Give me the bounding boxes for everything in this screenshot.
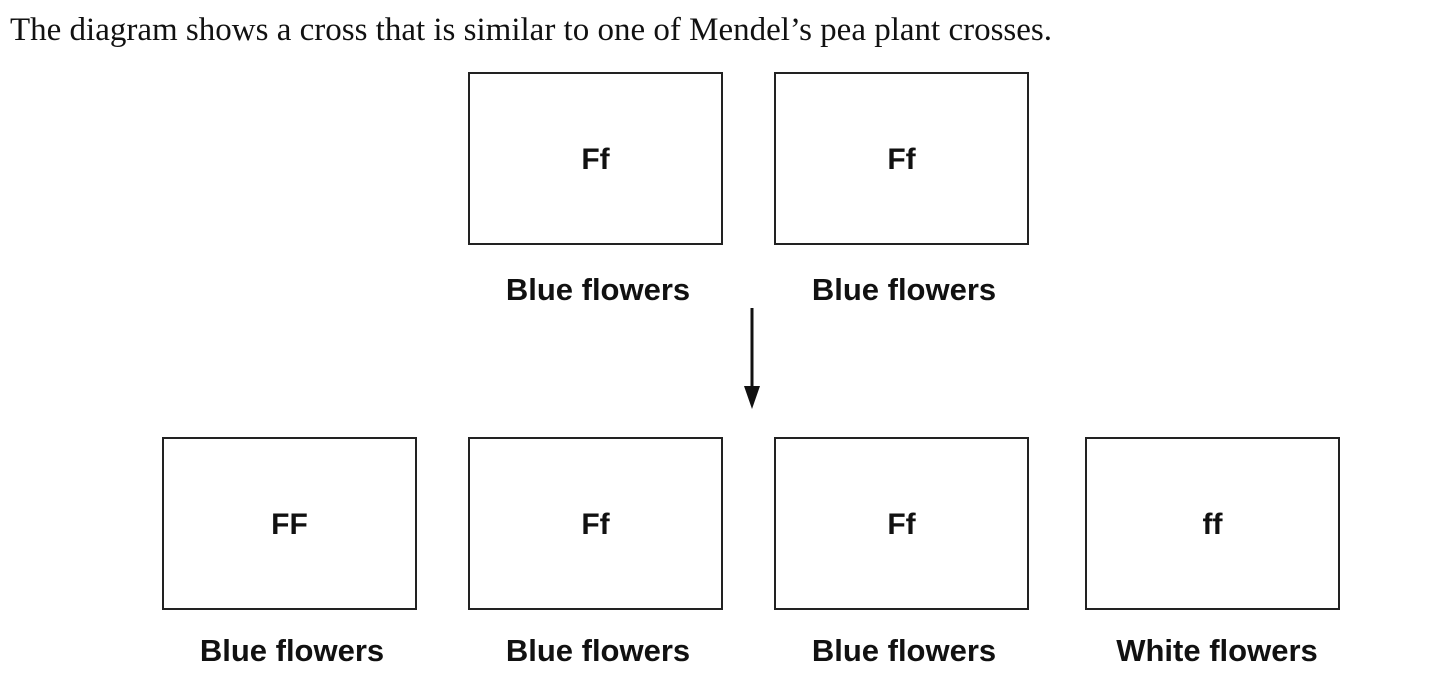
offspring-2-genotype: Ff	[581, 508, 610, 541]
offspring-3-box: Ff	[774, 437, 1029, 610]
cross-arrow	[744, 308, 760, 409]
offspring-1-phenotype: Blue flowers	[199, 633, 385, 668]
question-text: The diagram shows a cross that is simila…	[10, 12, 1053, 48]
offspring-2-phenotype: Blue flowers	[505, 633, 691, 668]
offspring-1-box: FF	[162, 437, 417, 610]
parent-1-genotype: Ff	[581, 143, 610, 176]
offspring-3-phenotype: Blue flowers	[811, 633, 997, 668]
offspring-4-phenotype: White flowers	[1116, 633, 1318, 668]
parent-2-box: Ff	[774, 72, 1029, 245]
parent-1-phenotype: Blue flowers	[505, 272, 691, 307]
offspring-1-genotype: FF	[271, 508, 308, 541]
offspring-3-genotype: Ff	[887, 508, 916, 541]
offspring-4-box: ff	[1085, 437, 1340, 610]
parent-2-genotype: Ff	[887, 143, 916, 176]
parent-1-box: Ff	[468, 72, 723, 245]
parent-2-phenotype: Blue flowers	[811, 272, 997, 307]
offspring-2-box: Ff	[468, 437, 723, 610]
offspring-4-genotype: ff	[1202, 508, 1223, 541]
